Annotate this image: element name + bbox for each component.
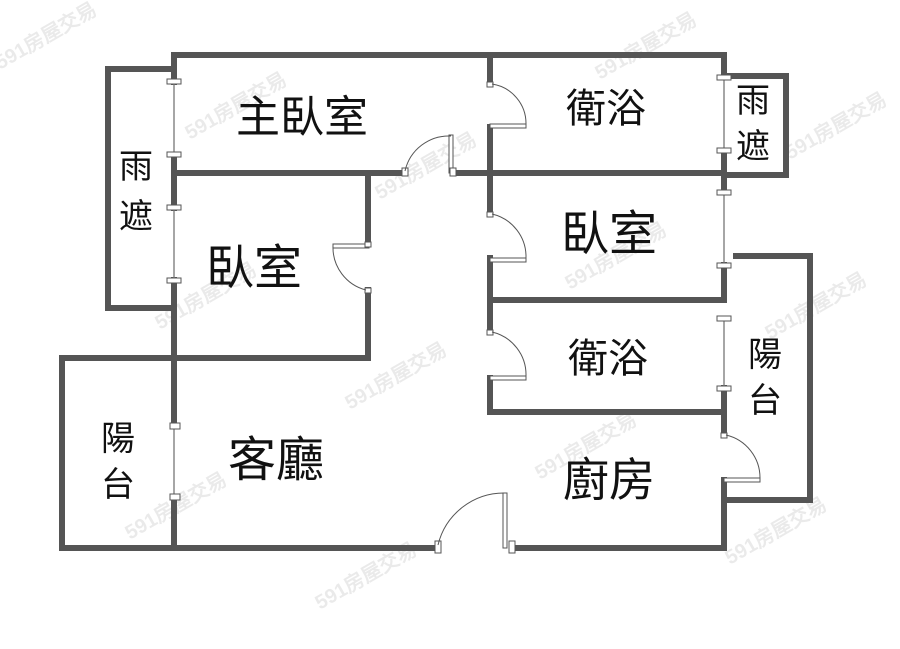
label-living-room: 客廳 [228, 432, 324, 488]
label-balcony-right-2: 台 [748, 381, 782, 421]
svg-text:591房屋交易: 591房屋交易 [371, 127, 481, 204]
door-bedroom-left [332, 241, 372, 294]
label-master-bedroom: 主臥室 [236, 92, 368, 143]
svg-text:591房屋交易: 591房屋交易 [721, 492, 831, 569]
walls [59, 52, 813, 551]
door-bedroom-right [486, 211, 527, 263]
svg-text:591房屋交易: 591房屋交易 [341, 337, 451, 414]
label-balcony-right-1: 陽 [748, 335, 782, 375]
label-rain-shelter-right-2: 遮 [736, 127, 770, 167]
door-entrance [434, 492, 516, 554]
door-master-bedroom [401, 134, 457, 177]
label-kitchen: 廚房 [563, 453, 655, 507]
room-labels: 主臥室 衛浴 雨 遮 雨 遮 臥室 臥室 衛浴 陽 台 陽 台 客廳 廚房 [101, 81, 782, 507]
label-balcony-left-1: 陽 [101, 419, 135, 459]
door-bathroom-1 [486, 81, 527, 129]
label-bedroom-right: 臥室 [561, 206, 657, 262]
label-bedroom-left: 臥室 [206, 240, 302, 296]
label-rain-shelter-right-1: 雨 [736, 81, 770, 121]
label-rain-shelter-left-1: 雨 [119, 147, 153, 187]
windows [166, 74, 732, 501]
label-bathroom-2: 衛浴 [568, 336, 648, 382]
label-bathroom-1: 衛浴 [566, 86, 646, 132]
label-rain-shelter-left-2: 遮 [119, 197, 153, 237]
label-balcony-left-2: 台 [101, 465, 135, 505]
doors [332, 81, 761, 554]
door-kitchen-balcony [720, 432, 761, 483]
svg-text:591房屋交易: 591房屋交易 [0, 0, 101, 74]
svg-text:591房屋交易: 591房屋交易 [781, 87, 891, 164]
svg-text:591房屋交易: 591房屋交易 [761, 267, 871, 344]
svg-text:591房屋交易: 591房屋交易 [591, 7, 701, 84]
door-bathroom-2 [486, 329, 527, 381]
